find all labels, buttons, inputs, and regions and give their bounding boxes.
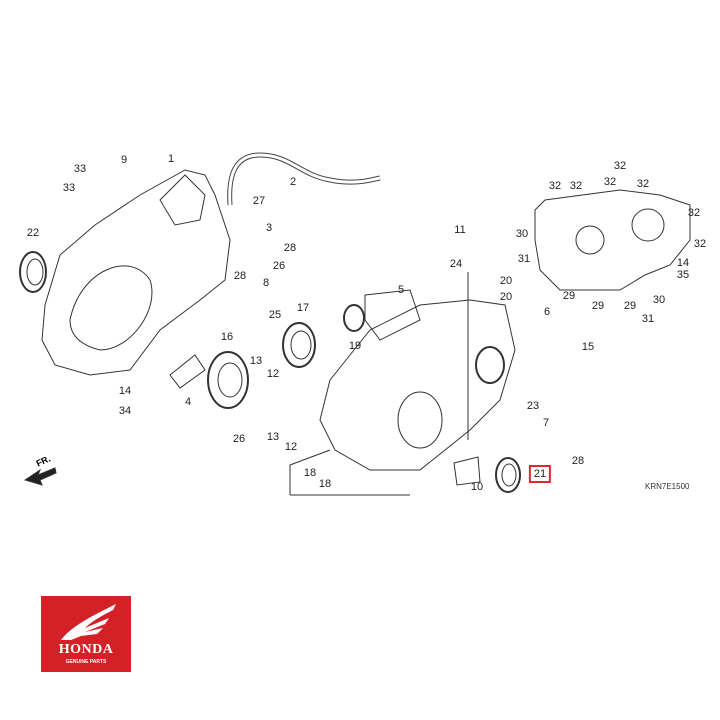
callout[interactable]: 26 bbox=[232, 433, 246, 445]
callout[interactable]: 25 bbox=[268, 309, 282, 321]
logo-tagline: GENUINE PARTS bbox=[65, 659, 107, 665]
callout[interactable]: 32 bbox=[569, 180, 583, 192]
callout[interactable]: 31 bbox=[641, 313, 655, 325]
callout[interactable]: 28 bbox=[283, 242, 297, 254]
callout[interactable]: 3 bbox=[265, 222, 273, 234]
callout[interactable]: 7 bbox=[542, 417, 550, 429]
callout[interactable]: 10 bbox=[470, 481, 484, 493]
callout[interactable]: 30 bbox=[652, 294, 666, 306]
callout[interactable]: 32 bbox=[636, 178, 650, 190]
callout[interactable]: 19 bbox=[348, 340, 362, 352]
callout[interactable]: 11 bbox=[454, 224, 466, 236]
callout[interactable]: 29 bbox=[591, 300, 605, 312]
honda-logo: HONDA GENUINE PARTS bbox=[41, 596, 131, 672]
callout[interactable]: 32 bbox=[687, 207, 701, 219]
callout[interactable]: 18 bbox=[318, 478, 332, 490]
callout[interactable]: 26 bbox=[272, 260, 286, 272]
callout[interactable]: 20 bbox=[499, 275, 513, 287]
callout[interactable]: 18 bbox=[303, 467, 317, 479]
callout[interactable]: 20 bbox=[499, 291, 513, 303]
callout[interactable]: 13 bbox=[266, 431, 280, 443]
callout[interactable]: 24 bbox=[449, 258, 463, 270]
diagram-code: KRN7E1500 bbox=[645, 482, 690, 491]
logo-brand: HONDA bbox=[58, 642, 114, 657]
callout[interactable]: 14 bbox=[118, 385, 132, 397]
callout[interactable]: 5 bbox=[397, 284, 405, 296]
wing-icon bbox=[61, 604, 116, 640]
callout[interactable]: 34 bbox=[118, 405, 132, 417]
callout[interactable]: 29 bbox=[562, 290, 576, 302]
callout[interactable]: 8 bbox=[262, 277, 270, 289]
callout[interactable]: 22 bbox=[26, 227, 40, 239]
callout[interactable]: 27 bbox=[252, 195, 266, 207]
callout[interactable]: 17 bbox=[296, 302, 310, 314]
callout[interactable]: 16 bbox=[220, 331, 234, 343]
callout[interactable]: 32 bbox=[613, 160, 627, 172]
callout[interactable]: 33 bbox=[62, 182, 76, 194]
callout[interactable]: 12 bbox=[284, 441, 298, 453]
callout[interactable]: 1 bbox=[167, 153, 175, 165]
callout[interactable]: 28 bbox=[233, 270, 247, 282]
callout[interactable]: 9 bbox=[120, 154, 128, 166]
callout[interactable]: 32 bbox=[693, 238, 707, 250]
callout[interactable]: 32 bbox=[548, 180, 562, 192]
callout[interactable]: 32 bbox=[603, 176, 617, 188]
callout[interactable]: 30 bbox=[515, 228, 529, 240]
callout[interactable]: 31 bbox=[517, 253, 531, 265]
callout[interactable]: 13 bbox=[249, 355, 263, 367]
callout[interactable]: 35 bbox=[676, 269, 690, 281]
callout[interactable]: 4 bbox=[184, 396, 192, 408]
callout[interactable]: 14 bbox=[676, 257, 690, 269]
callout[interactable]: 29 bbox=[623, 300, 637, 312]
callout[interactable]: 6 bbox=[543, 306, 551, 318]
callout[interactable]: 23 bbox=[526, 400, 540, 412]
callout[interactable]: 12 bbox=[266, 368, 280, 380]
callout[interactable]: 28 bbox=[571, 455, 585, 467]
callout[interactable]: 2 bbox=[289, 176, 297, 188]
highlighted-callout[interactable]: 21 bbox=[528, 465, 552, 483]
callout[interactable]: 33 bbox=[73, 163, 87, 175]
callout[interactable]: 15 bbox=[581, 341, 595, 353]
